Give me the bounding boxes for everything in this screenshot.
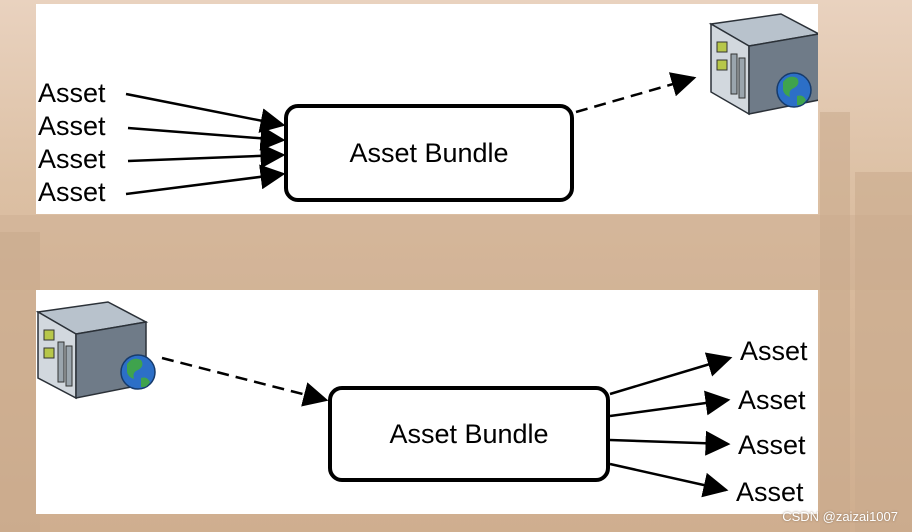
- output-asset-label-3: Asset: [738, 430, 806, 460]
- watermark-text: CSDN @zaizai1007: [782, 509, 898, 524]
- output-asset-label-1: Asset: [740, 336, 808, 366]
- input-asset-label-1: Asset: [38, 78, 106, 108]
- download-dashed-arrow: [161, 356, 329, 407]
- output-arrow-3: [609, 430, 731, 456]
- bottom-arrows: [36, 301, 733, 498]
- output-arrow-2: [609, 390, 731, 418]
- input-arrow-1: [125, 92, 286, 133]
- asset-bundle-box: Asset Bundle: [328, 386, 610, 482]
- asset-bundle-label: Asset Bundle: [349, 137, 509, 168]
- output-asset-label-2: Asset: [738, 385, 806, 415]
- server-globe-icon: [36, 301, 156, 400]
- input-asset-label-3: Asset: [38, 144, 106, 174]
- output-asset-label-4: Asset: [736, 477, 804, 507]
- input-asset-label-4: Asset: [38, 177, 106, 207]
- top-arrows: [125, 13, 818, 196]
- output-arrow-4: [609, 462, 729, 498]
- upload-dashed-arrow: [575, 72, 697, 114]
- input-arrow-4: [125, 164, 286, 196]
- asset-bundle-box: Asset Bundle: [284, 104, 574, 202]
- output-arrow-1: [609, 352, 733, 396]
- top-diagram-panel: Asset Asset Asset Asset Asset Bundle: [36, 4, 818, 214]
- bottom-diagram-panel: Asset Bundle Asset Asset Asset Asset: [36, 290, 818, 514]
- asset-bundle-label: Asset Bundle: [389, 418, 549, 449]
- input-arrow-3: [127, 143, 286, 169]
- server-globe-icon: [708, 13, 818, 116]
- input-asset-label-2: Asset: [38, 111, 106, 141]
- input-arrow-2: [127, 125, 286, 151]
